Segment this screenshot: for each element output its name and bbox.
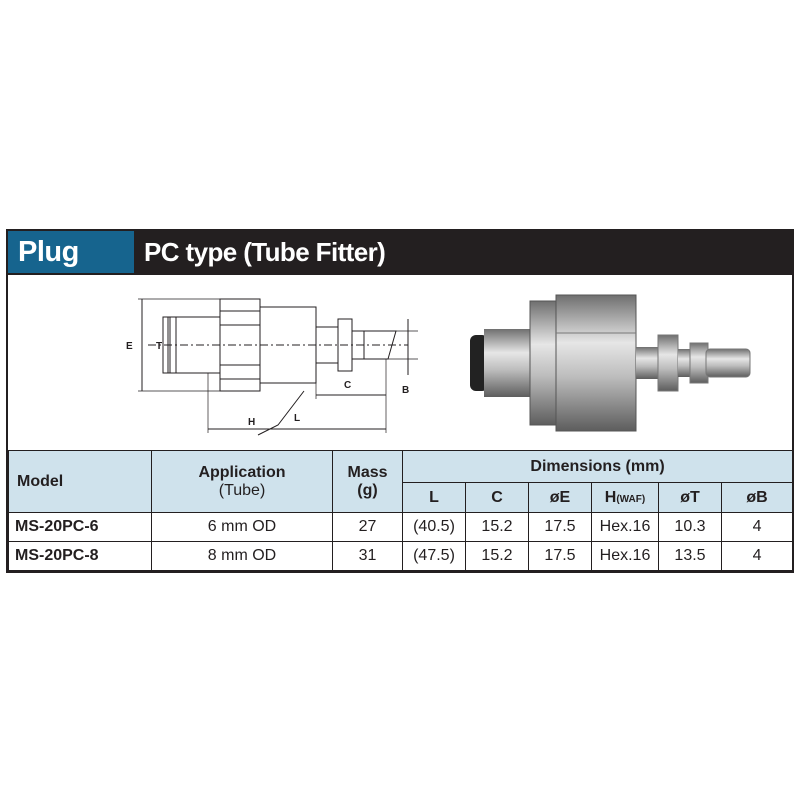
cell-application: 6 mm OD bbox=[151, 512, 333, 542]
product-category-tag: Plug bbox=[8, 231, 134, 273]
cell-b: 4 bbox=[720, 512, 794, 542]
dimension-drawing: E T B C H L bbox=[126, 298, 418, 436]
photo-flange bbox=[657, 334, 679, 392]
cell-h: Hex.16 bbox=[591, 541, 659, 571]
label-e: E bbox=[126, 341, 133, 352]
label-b: B bbox=[402, 385, 409, 396]
col-application: Application (Tube) bbox=[151, 450, 333, 513]
cell-l: (47.5) bbox=[402, 541, 466, 571]
cell-e: 17.5 bbox=[528, 512, 592, 542]
cell-c: 15.2 bbox=[465, 512, 529, 542]
product-figure: E T B C H L bbox=[8, 275, 792, 450]
col-application-label: Application bbox=[198, 463, 286, 481]
photo-collet bbox=[470, 335, 488, 391]
cell-model: MS-20PC-6 bbox=[8, 512, 152, 542]
product-photo bbox=[470, 294, 751, 432]
cell-l: (40.5) bbox=[402, 512, 466, 542]
spec-table: Model Application (Tube) Mass (g) Dimens… bbox=[8, 450, 794, 571]
col-e: øE bbox=[528, 482, 592, 513]
col-b: øB bbox=[720, 482, 794, 513]
label-c: C bbox=[344, 380, 351, 391]
label-t: T bbox=[156, 341, 162, 352]
col-mass-label: Mass bbox=[347, 463, 388, 481]
col-h-label: H bbox=[604, 488, 617, 506]
col-dimensions: Dimensions (mm) bbox=[401, 450, 794, 483]
col-model: Model bbox=[8, 450, 152, 513]
cell-model: MS-20PC-8 bbox=[8, 541, 152, 571]
col-t: øT bbox=[658, 482, 722, 513]
photo-tip bbox=[705, 348, 751, 378]
cell-t: 13.5 bbox=[658, 541, 722, 571]
col-mass-unit: (g) bbox=[357, 481, 378, 499]
panel-header: Plug PC type (Tube Fitter) bbox=[6, 229, 794, 275]
photo-nut bbox=[529, 300, 559, 426]
cell-application: 8 mm OD bbox=[151, 541, 333, 571]
label-h: H bbox=[248, 417, 255, 428]
col-application-sub: (Tube) bbox=[218, 481, 266, 499]
cell-c: 15.2 bbox=[465, 541, 529, 571]
photo-hex bbox=[555, 294, 637, 432]
cell-mass: 31 bbox=[332, 541, 403, 571]
table-row: MS-20PC-8 8 mm OD 31 (47.5) 15.2 17.5 He… bbox=[8, 541, 794, 571]
col-h-sub: (WAF) bbox=[616, 493, 646, 505]
col-h: H(WAF) bbox=[591, 482, 659, 513]
col-l: L bbox=[402, 482, 466, 513]
spec-panel: Plug PC type (Tube Fitter) bbox=[6, 229, 794, 573]
cell-mass: 27 bbox=[332, 512, 403, 542]
label-l: L bbox=[294, 413, 300, 424]
col-c: C bbox=[465, 482, 529, 513]
table-row: MS-20PC-6 6 mm OD 27 (40.5) 15.2 17.5 He… bbox=[8, 512, 794, 542]
product-title: PC type (Tube Fitter) bbox=[144, 237, 386, 267]
photo-body bbox=[484, 329, 536, 397]
cell-t: 10.3 bbox=[658, 512, 722, 542]
cell-h: Hex.16 bbox=[591, 512, 659, 542]
photo-neck bbox=[636, 347, 658, 379]
cell-b: 4 bbox=[720, 541, 794, 571]
col-mass: Mass (g) bbox=[332, 450, 403, 513]
cell-e: 17.5 bbox=[528, 541, 592, 571]
